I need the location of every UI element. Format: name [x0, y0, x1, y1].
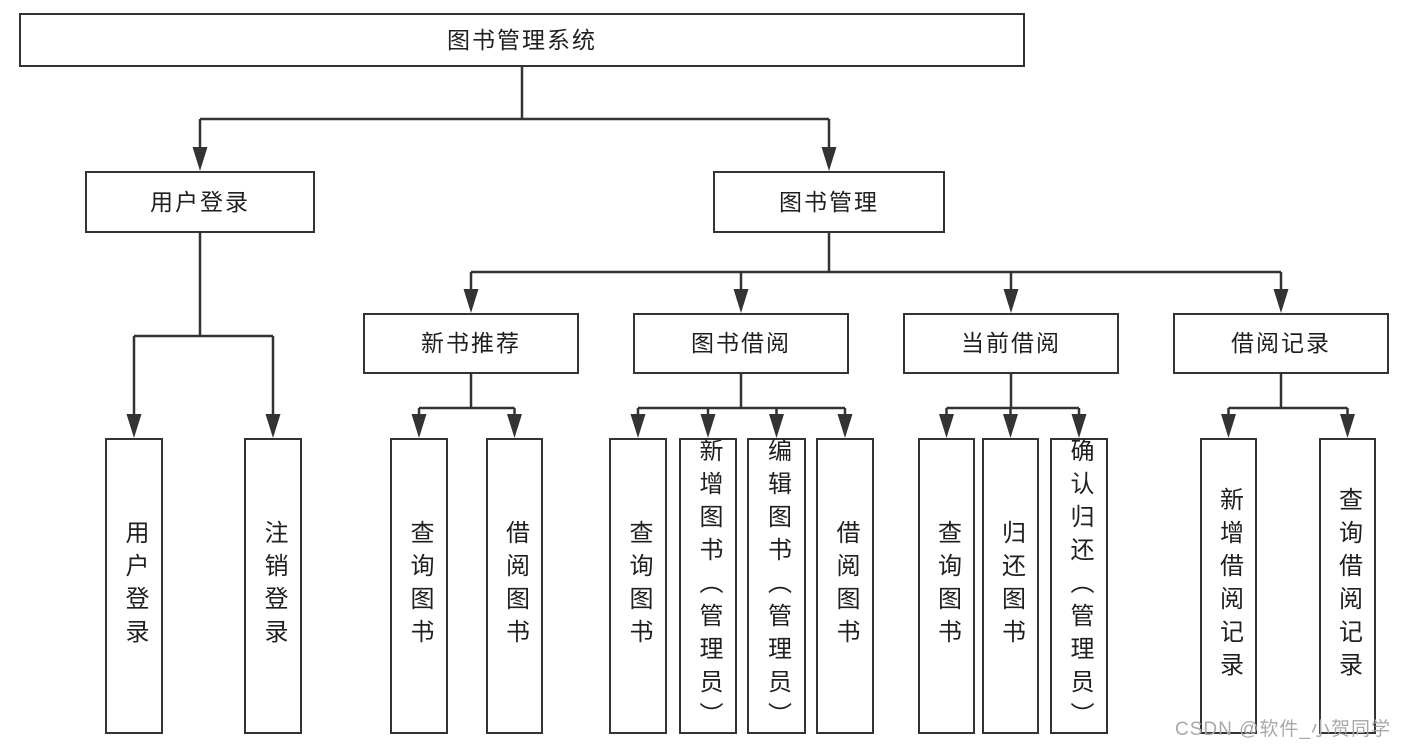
connector-borrow-records-to-leaves	[1221, 374, 1355, 438]
leaf-add-borrow-record-label: 新增借阅记录	[1215, 487, 1243, 685]
leaf-query-borrow-record: 查询借阅记录	[1319, 438, 1376, 734]
connector-root-to-level2	[192, 67, 837, 171]
leaf-query-borrow-record-label: 查询借阅记录	[1334, 487, 1362, 685]
node-new-books-label: 新书推荐	[421, 330, 521, 356]
node-current-borrow: 当前借阅	[903, 313, 1119, 374]
connector-book-borrow-to-leaves	[630, 374, 853, 438]
node-borrow-records: 借阅记录	[1173, 313, 1389, 374]
node-book-mgmt-label: 图书管理	[779, 188, 879, 215]
node-user-login: 用户登录	[85, 171, 315, 233]
node-library-system-label: 图书管理系统	[447, 26, 597, 53]
leaf-add-books-admin-label: 新增图书（管理员）	[695, 437, 722, 735]
node-current-borrow-label: 当前借阅	[961, 330, 1061, 356]
leaf-user-login: 用户登录	[105, 438, 163, 734]
leaf-logout: 注销登录	[244, 438, 302, 734]
leaf-borrow-books-1-label: 借阅图书	[501, 520, 529, 652]
leaf-add-borrow-record: 新增借阅记录	[1200, 438, 1257, 734]
leaf-return-books: 归还图书	[982, 438, 1039, 734]
connector-user-login-to-leaves	[126, 233, 281, 438]
leaf-query-books-2-label: 查询图书	[625, 520, 652, 652]
leaf-edit-books-admin-label: 编辑图书（管理员）	[763, 437, 791, 735]
node-book-mgmt: 图书管理	[713, 171, 945, 233]
leaf-query-books-1-label: 查询图书	[406, 520, 433, 652]
leaf-user-login-label: 用户登录	[121, 520, 148, 652]
leaf-query-books-1: 查询图书	[390, 438, 448, 734]
node-book-borrow-label: 图书借阅	[691, 330, 791, 356]
csdn-watermark: CSDN @软件_小贺同学	[1175, 719, 1391, 740]
leaf-edit-books-admin: 编辑图书（管理员）	[747, 437, 806, 735]
leaf-borrow-books-1: 借阅图书	[486, 438, 543, 734]
leaf-return-books-label: 归还图书	[997, 520, 1025, 652]
leaf-add-books-admin: 新增图书（管理员）	[679, 437, 737, 735]
leaf-borrow-books-2: 借阅图书	[816, 438, 874, 734]
leaf-confirm-return-admin-label: 确认归还（管理员）	[1066, 437, 1093, 735]
node-borrow-records-label: 借阅记录	[1231, 330, 1331, 356]
leaf-logout-label: 注销登录	[260, 520, 287, 652]
leaf-query-books-3: 查询图书	[918, 438, 975, 734]
node-new-books: 新书推荐	[363, 313, 579, 374]
node-user-login-label: 用户登录	[150, 188, 250, 215]
connector-new-books-to-leaves	[411, 374, 522, 438]
node-library-system: 图书管理系统	[19, 13, 1025, 67]
node-book-borrow: 图书借阅	[633, 313, 849, 374]
leaf-query-books-2: 查询图书	[609, 438, 667, 734]
connector-book-mgmt-to-level3	[463, 233, 1289, 313]
leaf-query-books-3-label: 查询图书	[933, 520, 961, 652]
leaf-confirm-return-admin: 确认归还（管理员）	[1050, 437, 1108, 735]
leaf-borrow-books-2-label: 借阅图书	[832, 520, 859, 652]
connector-current-borrow-to-leaves	[939, 374, 1087, 438]
